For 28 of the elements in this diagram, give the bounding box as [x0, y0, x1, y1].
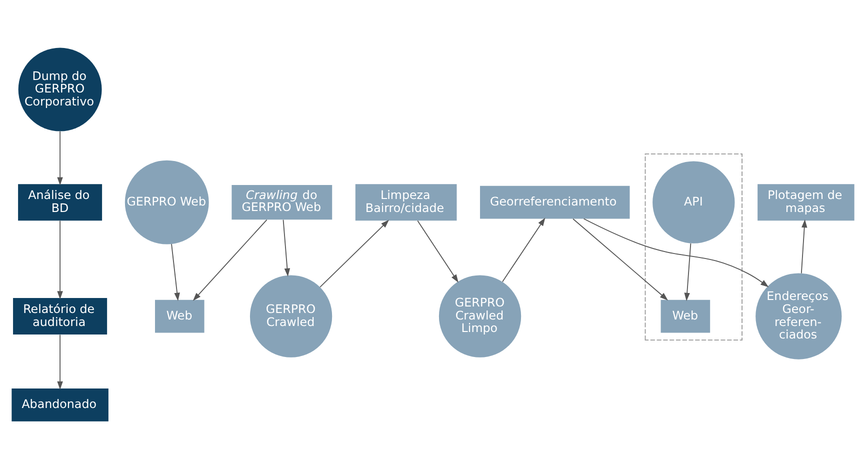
node-box: Web: [660, 300, 710, 333]
arrow: [800, 219, 808, 274]
arrow: [282, 219, 290, 277]
arrow: [320, 220, 390, 288]
arrow: [417, 220, 458, 283]
node-box: Web: [155, 300, 204, 333]
arrow: [502, 218, 546, 282]
arrow: [684, 242, 692, 302]
node-box: Limpeza Bairro/cidade: [355, 184, 457, 221]
arrow: [572, 218, 668, 300]
node-circle: GERPRO Web: [124, 160, 209, 244]
node-circle: Dump do GERPRO Corporativo: [18, 48, 102, 132]
node-box: Abandonado: [12, 388, 108, 422]
node-box: Relatório de auditoria: [13, 298, 108, 335]
node-box: Georreferenciamento: [480, 186, 630, 219]
arrow: [583, 218, 769, 288]
arrow: [192, 219, 268, 301]
arrow: [171, 244, 180, 301]
node-box: Crawling do GERPRO Web: [232, 185, 332, 220]
node-box: Plotagem de mapas: [758, 184, 854, 221]
arrow: [57, 220, 63, 300]
arrow: [57, 130, 63, 186]
node-circle: API: [652, 161, 735, 244]
arrow: [57, 334, 63, 390]
node-circle: Endereços Geor- referen- ciados: [756, 273, 842, 360]
cluster: [644, 154, 742, 340]
node-circle: GERPRO Crawled: [250, 275, 332, 358]
node-box: Análise do BD: [18, 184, 102, 221]
